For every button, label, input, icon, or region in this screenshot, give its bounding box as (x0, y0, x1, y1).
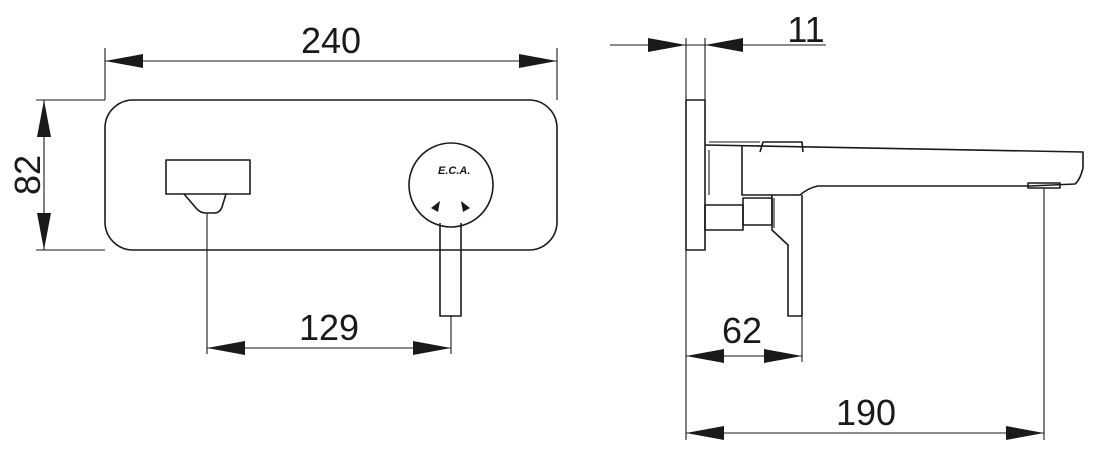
spout-side (704, 144, 1084, 196)
brand-logo: E.C.A. (438, 165, 470, 177)
handle-front: E.C.A. (408, 142, 494, 317)
dimension-width: 240 (104, 20, 558, 100)
front-view: E.C.A. 240 82 (7, 20, 558, 355)
hot-indicator-icon (461, 201, 470, 212)
dimension-spout-to-lever: 129 (206, 213, 452, 355)
wall-plate-side (685, 99, 706, 251)
dimension-lever-depth-label: 62 (722, 310, 762, 351)
dimension-plate-thickness-label: 11 (787, 9, 824, 50)
handle-disc (408, 142, 494, 228)
dimension-height: 82 (7, 99, 105, 251)
valve-body-side (704, 204, 744, 231)
dimension-spout-projection-label: 190 (836, 392, 896, 433)
dimension-width-label: 240 (301, 20, 361, 61)
lever-front (439, 223, 462, 317)
dimension-height-label: 82 (7, 155, 48, 195)
dimension-spout-to-lever-label: 129 (299, 307, 359, 348)
dimension-spout-projection: 190 (686, 188, 1045, 440)
cold-indicator-icon (431, 201, 440, 212)
dimension-plate-thickness: 11 (610, 9, 826, 100)
spout-front (165, 159, 251, 214)
dimension-lever-depth: 62 (685, 250, 803, 440)
wall-plate (104, 99, 558, 251)
handle-top-side (759, 141, 804, 153)
lever-side (771, 195, 803, 317)
side-view: 11 62 190 (610, 9, 1084, 440)
